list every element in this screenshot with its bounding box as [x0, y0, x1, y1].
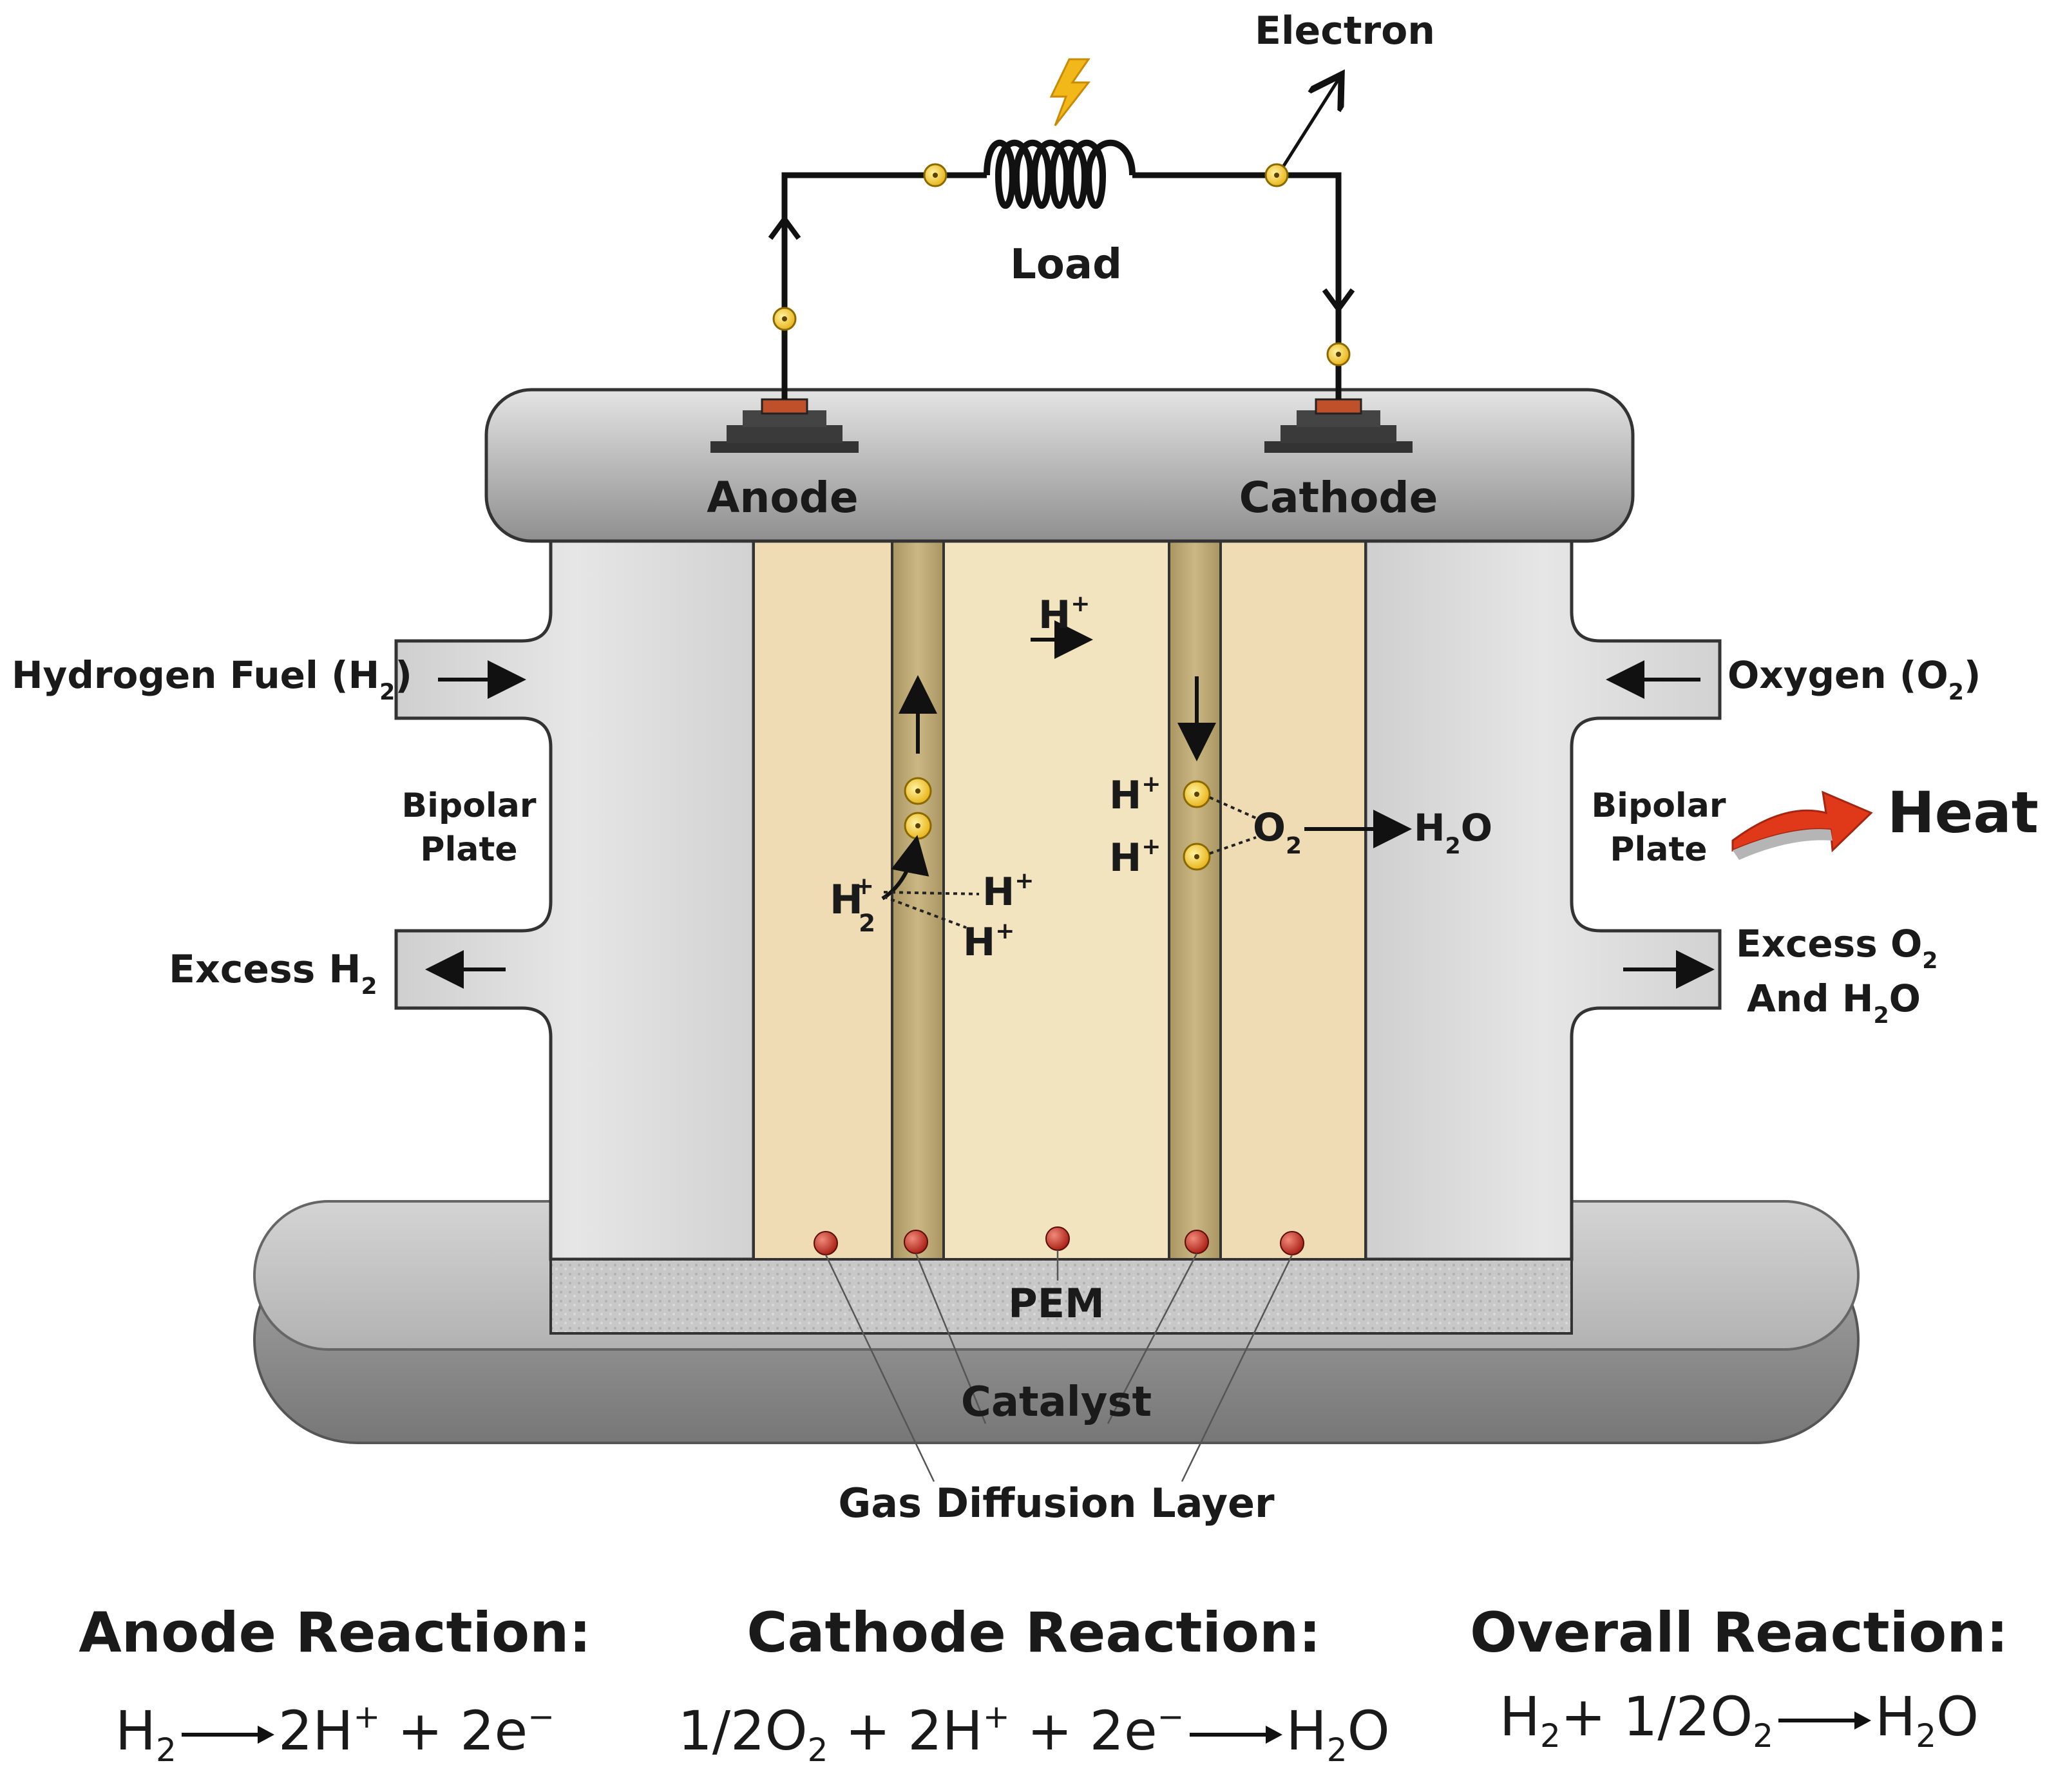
excess-h2-label: Excess H2: [169, 947, 377, 1000]
water-label: H2O: [1414, 806, 1492, 859]
anode-label: Anode: [707, 473, 858, 522]
catalyst-label: Catalyst: [961, 1378, 1152, 1426]
electron-label: Electron: [1255, 8, 1435, 53]
catalyst-particles: [814, 1226, 1304, 1255]
fuel-cell-diagram: Electron Load Anode Cathode Hydrogen Fue…: [12, 8, 2039, 1527]
heat-arrow-icon: [1731, 790, 1873, 860]
anode-gas-diffusion-layer: [752, 540, 893, 1261]
load-label: Load: [1010, 241, 1122, 289]
arrow-icon: [1189, 1726, 1282, 1744]
o2-label: O2: [1253, 805, 1302, 859]
heat-label: Heat: [1887, 779, 2039, 846]
anode-reaction-title: Anode Reaction:: [79, 1601, 591, 1665]
gas-flow-arrows: [425, 660, 1715, 989]
proton-transfer-label: H+: [1038, 591, 1090, 638]
oxygen-label: Oxygen (O2): [1728, 653, 1981, 705]
splitting-lines: [883, 796, 1257, 929]
pem-strip: [549, 1258, 1573, 1335]
cathode-bipolar-plate: [1364, 539, 1722, 1261]
cathode-reaction: Cathode Reaction: 1/2O2 + 2H+ + 2e−H2O: [670, 1597, 1398, 1792]
arrow-icon: [181, 1726, 274, 1744]
top-frame: [484, 388, 1635, 543]
cathode-label: Cathode: [1239, 473, 1438, 522]
h2-molecule-label: H+2: [830, 872, 875, 937]
cathode-catalyst-layer: [1168, 540, 1222, 1261]
electron-pointer-arrow: [1277, 77, 1340, 175]
anode-terminal: [710, 398, 859, 453]
cathode-terminal: [1264, 398, 1413, 453]
hydrogen-fuel-label: Hydrogen Fuel (H2): [12, 653, 412, 705]
anode-bipolar-plate-label-2: Plate: [420, 830, 517, 869]
leader-lines: [824, 1250, 1293, 1482]
proton-label: H+: [963, 918, 1014, 965]
anode-bipolar-plate-label: Bipolar: [402, 786, 537, 825]
proton-label: H+: [982, 868, 1034, 915]
cathode-reaction-formula: 1/2O2 + 2H+ + 2e−H2O: [678, 1698, 1390, 1769]
cathode-bipolar-plate-label-2: Plate: [1610, 830, 1707, 869]
anode-catalyst-layer: [891, 540, 945, 1261]
catalyst-dot: [904, 1230, 928, 1254]
gas-diffusion-layer-label: Gas Diffusion Layer: [838, 1480, 1275, 1527]
overall-reaction-title: Overall Reaction:: [1470, 1601, 2008, 1665]
cathode-reaction-title: Cathode Reaction:: [747, 1601, 1321, 1665]
and-h2o-label: And H2O: [1747, 977, 1921, 1029]
layer-flow-arrows: [881, 620, 1216, 901]
coil-icon: [984, 139, 1136, 209]
catalyst-dot: [1045, 1226, 1070, 1251]
pem-label: PEM: [1008, 1280, 1105, 1327]
circuit-direction-arrows: [768, 214, 1355, 314]
proton-label: H+: [1109, 834, 1161, 881]
catalyst-dot: [814, 1231, 838, 1255]
catalyst-dot: [1185, 1230, 1209, 1254]
membrane-core: [942, 540, 1170, 1261]
cathode-bipolar-plate-label: Bipolar: [1592, 786, 1726, 825]
catalyst-dot: [1280, 1231, 1304, 1255]
proton-label: H+: [1109, 771, 1161, 818]
lightning-icon: [1049, 58, 1091, 126]
excess-o2-label: Excess O2: [1736, 922, 1938, 974]
arrow-icon: [1778, 1711, 1872, 1730]
anode-bipolar-plate: [394, 539, 756, 1261]
cathode-gas-diffusion-layer: [1219, 540, 1367, 1261]
